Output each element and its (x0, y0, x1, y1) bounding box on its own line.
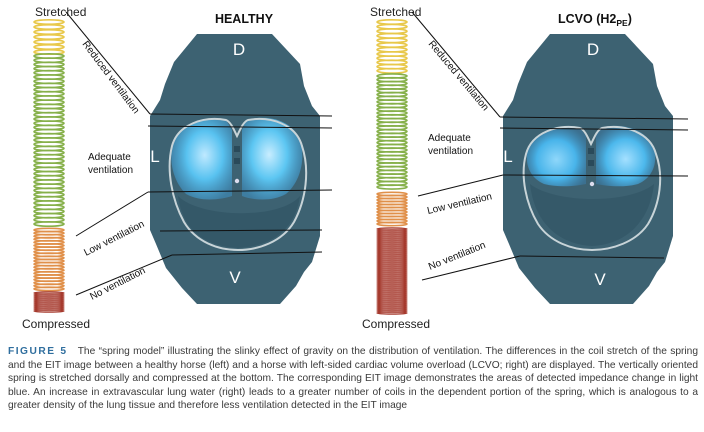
zone-none: No ventilation (88, 265, 147, 302)
spring-coil (33, 221, 65, 228)
panel-title: LCVO (H2PE) (558, 12, 632, 28)
orientation-ventral: V (229, 268, 241, 287)
caption-text: The “spring model” illustrating the slin… (8, 346, 699, 412)
thorax-outline (150, 34, 320, 304)
zone-lines (411, 11, 689, 281)
figure-caption: FIGURE 5 The “spring model” illustrating… (8, 345, 698, 413)
spring-coil (33, 28, 65, 35)
lower-lung-shadow (178, 196, 300, 248)
spring-coil (376, 221, 408, 227)
ventilation-map (526, 125, 656, 246)
zone-low: Low ventilation (82, 219, 146, 259)
zone-lines (65, 11, 333, 296)
ventilation-map (171, 117, 303, 248)
sternum-markers (588, 148, 595, 187)
spring-coil (33, 33, 65, 40)
orientation-left: L (503, 147, 512, 166)
sternum-markers (234, 146, 240, 184)
right-lung-ventilation (242, 117, 303, 200)
spring-coil (376, 32, 408, 39)
zone-reduced: Reduced ventilation (80, 39, 142, 116)
spring (33, 18, 65, 313)
spring-coil (33, 18, 65, 25)
spring-coil (376, 23, 408, 30)
panel-title: HEALTHY (215, 12, 274, 26)
figure: Stretched HEALTHY D L R V (22, 5, 689, 331)
right-lung-ventilation (596, 125, 656, 187)
zone-adequate-line1: Adequate (428, 133, 471, 144)
spring-coil (33, 43, 65, 50)
spring-coil (33, 38, 65, 45)
zone-none: No ventilation (427, 240, 487, 273)
spring-coil (33, 286, 65, 292)
zone-low: Low ventilation (426, 191, 493, 217)
spring-coil (376, 41, 408, 48)
spring (376, 18, 408, 315)
panel-lcvo: Stretched LCVO (H2PE) D L R V Reduced (362, 5, 689, 331)
spring-coil (33, 309, 65, 313)
zone-reduced: Reduced ventilation (426, 39, 491, 113)
lung-contour (168, 118, 308, 252)
orientation-ventral: V (594, 270, 606, 289)
orientation-right: R (672, 149, 684, 168)
zone-adequate-line2: ventilation (88, 165, 133, 176)
zone-adequate-line1: Adequate (88, 152, 131, 163)
thorax-outline (503, 34, 673, 304)
stretched-label: Stretched (35, 5, 86, 19)
left-lung-ventilation (171, 118, 232, 200)
figure-label: FIGURE 5 (8, 346, 68, 357)
panel-healthy: Stretched HEALTHY D L R V (22, 5, 332, 331)
spring-coil (376, 28, 408, 35)
spring-coil (376, 311, 408, 315)
zone-adequate-line2: ventilation (428, 146, 473, 157)
left-lung-ventilation (526, 126, 586, 187)
orientation-left: L (150, 147, 159, 166)
orientation-dorsal: D (233, 40, 245, 59)
compressed-label: Compressed (22, 317, 90, 331)
lung-contour (522, 126, 662, 252)
lower-lung-shadow (530, 184, 654, 246)
spring-coil (376, 37, 408, 44)
spring-coil (33, 23, 65, 30)
spring-coil (376, 67, 408, 74)
orientation-dorsal: D (587, 40, 599, 59)
stretched-label: Stretched (370, 5, 421, 19)
spring-coil (376, 18, 408, 25)
spring-coil (376, 184, 408, 190)
orientation-right: R (320, 147, 332, 166)
compressed-label: Compressed (362, 317, 430, 331)
